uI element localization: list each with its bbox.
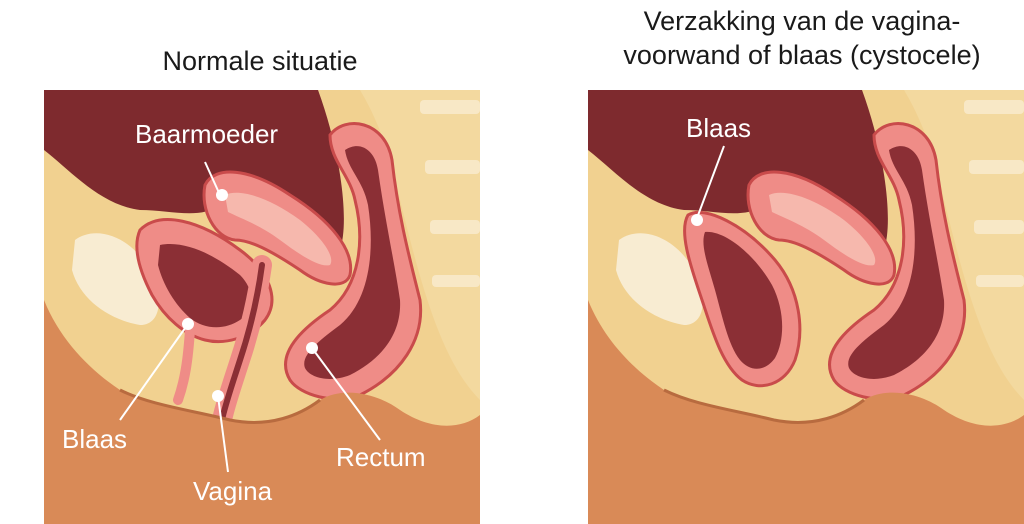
abdominal-cavity [44, 90, 344, 257]
label-baarmoeder: Baarmoeder [135, 119, 278, 149]
blaas-right-dot [691, 214, 703, 226]
vertebrae [420, 100, 480, 287]
rectum-interior [304, 146, 401, 379]
vertebrae-right [964, 100, 1024, 287]
label-blaas-left: Blaas [62, 424, 127, 454]
label-blaas-right: Blaas [686, 113, 751, 143]
vagina-dot [212, 390, 224, 402]
perineum-line-right [663, 388, 865, 424]
title-normal-situation: Normale situatie [162, 46, 358, 76]
abdominal-cavity-right [588, 90, 888, 257]
skin-right [588, 300, 1024, 524]
cystocele-anatomy-panel [588, 90, 1024, 524]
skin [44, 300, 480, 524]
pubic-bone-right [616, 233, 703, 325]
urethra [173, 325, 195, 405]
title-cystocele-line2: voorwand of blaas (cystocele) [623, 40, 981, 70]
title-cystocele: Verzakking van de vagina- voorwand of bl… [580, 4, 1024, 72]
rectum-interior-right [848, 146, 945, 379]
uterus-cavity-right [769, 192, 876, 266]
vagina-canal [219, 262, 265, 423]
cystocele-panel-pointers [691, 145, 725, 226]
label-vagina: Vagina [193, 476, 273, 506]
blaas-dot [182, 318, 194, 330]
title-cystocele-line1: Verzakking van de vagina- [643, 6, 961, 36]
label-rectum: Rectum [336, 442, 426, 472]
uterus-cavity [225, 192, 332, 266]
bladder-interior [158, 244, 252, 328]
prolapsed-bladder-interior [703, 231, 783, 369]
rectum-dot [306, 342, 318, 354]
perineum-line [119, 388, 321, 424]
baarmoeder-dot [216, 189, 228, 201]
normal-anatomy-panel [44, 90, 480, 524]
normal-panel-pointers [119, 161, 381, 473]
